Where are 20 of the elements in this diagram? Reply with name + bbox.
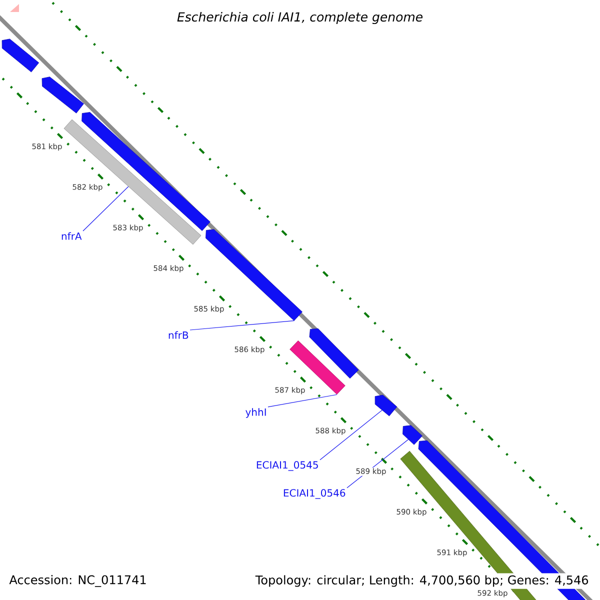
gene-bar [309,328,359,379]
leader-line [320,410,382,460]
title: Escherichia coli IAI1, complete genome [176,10,424,26]
leader-line [82,186,129,232]
gene-bar [2,38,40,72]
gene-bar [374,394,398,416]
gene-bar [402,425,422,445]
gene-bar [64,119,202,245]
leader-line [190,320,295,330]
gene-bar [42,76,84,114]
gene-label: ECIAI1_0545 [256,461,318,471]
gene-label: nfrB [168,331,188,339]
gene-label: yhhI [246,408,266,418]
footer-text: Accession: NC_011741 [8,574,148,588]
leader-line [268,394,338,408]
gene-label: nfrA [62,232,82,240]
gene-bar [290,340,346,395]
gene-bar [206,229,302,321]
footer-text: Topology: circular; Length: 4,700,560 bp; Genes: 4,546 [253,573,591,589]
gene-label: ECIAI1_0546 [284,489,346,499]
